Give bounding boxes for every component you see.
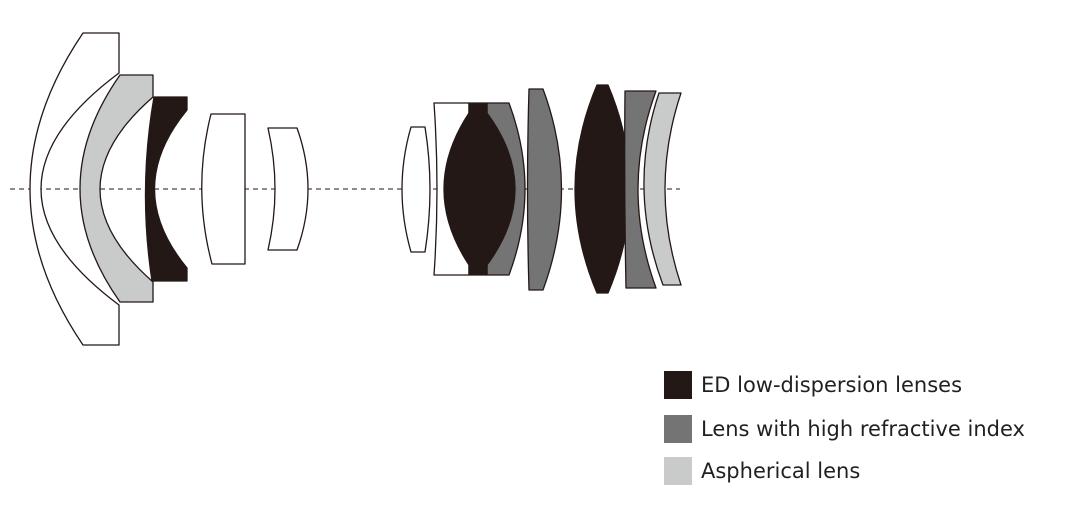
lens-7-ed	[443, 102, 516, 276]
legend-high-index: Lens with high refractive index	[664, 415, 1025, 443]
lens-10-high-index	[624, 90, 657, 289]
legend-swatch-high-index	[664, 415, 692, 443]
lens-2-aspherical	[79, 74, 154, 303]
lens-8-high-index	[526, 88, 563, 291]
lens-5	[267, 127, 309, 251]
legend-swatch-aspherical	[664, 457, 692, 485]
lens-6	[401, 126, 431, 253]
legend-label-aspherical: Aspherical lens	[701, 459, 861, 483]
lens-9-ed	[574, 84, 631, 294]
legend-aspherical: Aspherical lens	[664, 457, 860, 485]
legend-ed: ED low-dispersion lenses	[664, 371, 962, 399]
legend-label-high-index: Lens with high refractive index	[701, 417, 1025, 441]
legend-swatch-ed	[664, 371, 692, 399]
lens-4	[201, 113, 246, 265]
lens-11-aspherical	[643, 92, 682, 286]
lens-3-ed	[144, 96, 188, 282]
lens-1-meniscus	[29, 32, 120, 346]
legend-label-ed: ED low-dispersion lenses	[701, 373, 963, 397]
